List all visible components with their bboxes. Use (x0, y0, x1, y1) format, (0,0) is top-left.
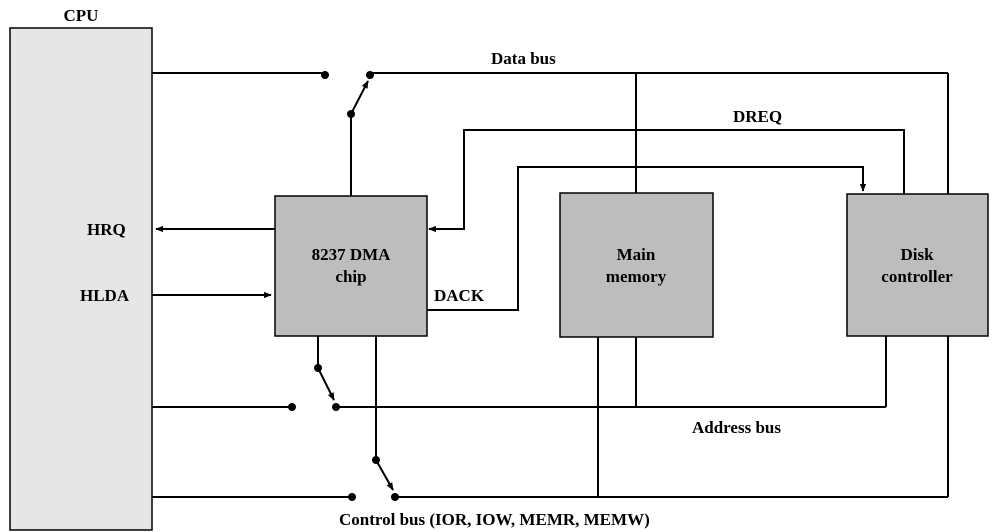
dma-chip-label-line1: 8237 DMA (312, 245, 392, 264)
dack-label: DACK (434, 286, 485, 305)
dma-chip-block (274, 195, 428, 337)
dma-chip-label-line2: chip (335, 267, 366, 286)
cpu-block (9, 27, 153, 531)
dreq-line (428, 129, 905, 233)
control-bus (152, 336, 949, 501)
disk-controller-label-line1: Disk (900, 245, 934, 264)
data-bus (152, 71, 949, 196)
cpu-label: CPU (64, 6, 99, 25)
main-memory-label-line2: memory (606, 267, 667, 286)
disk-controller-block (846, 193, 989, 337)
disk-controller-label-line2: controller (881, 267, 953, 286)
hrq-label: HRQ (87, 220, 126, 239)
hlda-label: HLDA (80, 286, 130, 305)
data-bus-label: Data bus (491, 49, 556, 68)
dack-line (427, 166, 867, 311)
main-memory-block (559, 192, 714, 338)
control-bus-label: Control bus (IOR, IOW, MEMR, MEMW) (339, 510, 650, 529)
address-bus (152, 336, 887, 411)
main-memory-label-line1: Main (617, 245, 656, 264)
dreq-label: DREQ (733, 107, 782, 126)
address-bus-label: Address bus (692, 418, 781, 437)
